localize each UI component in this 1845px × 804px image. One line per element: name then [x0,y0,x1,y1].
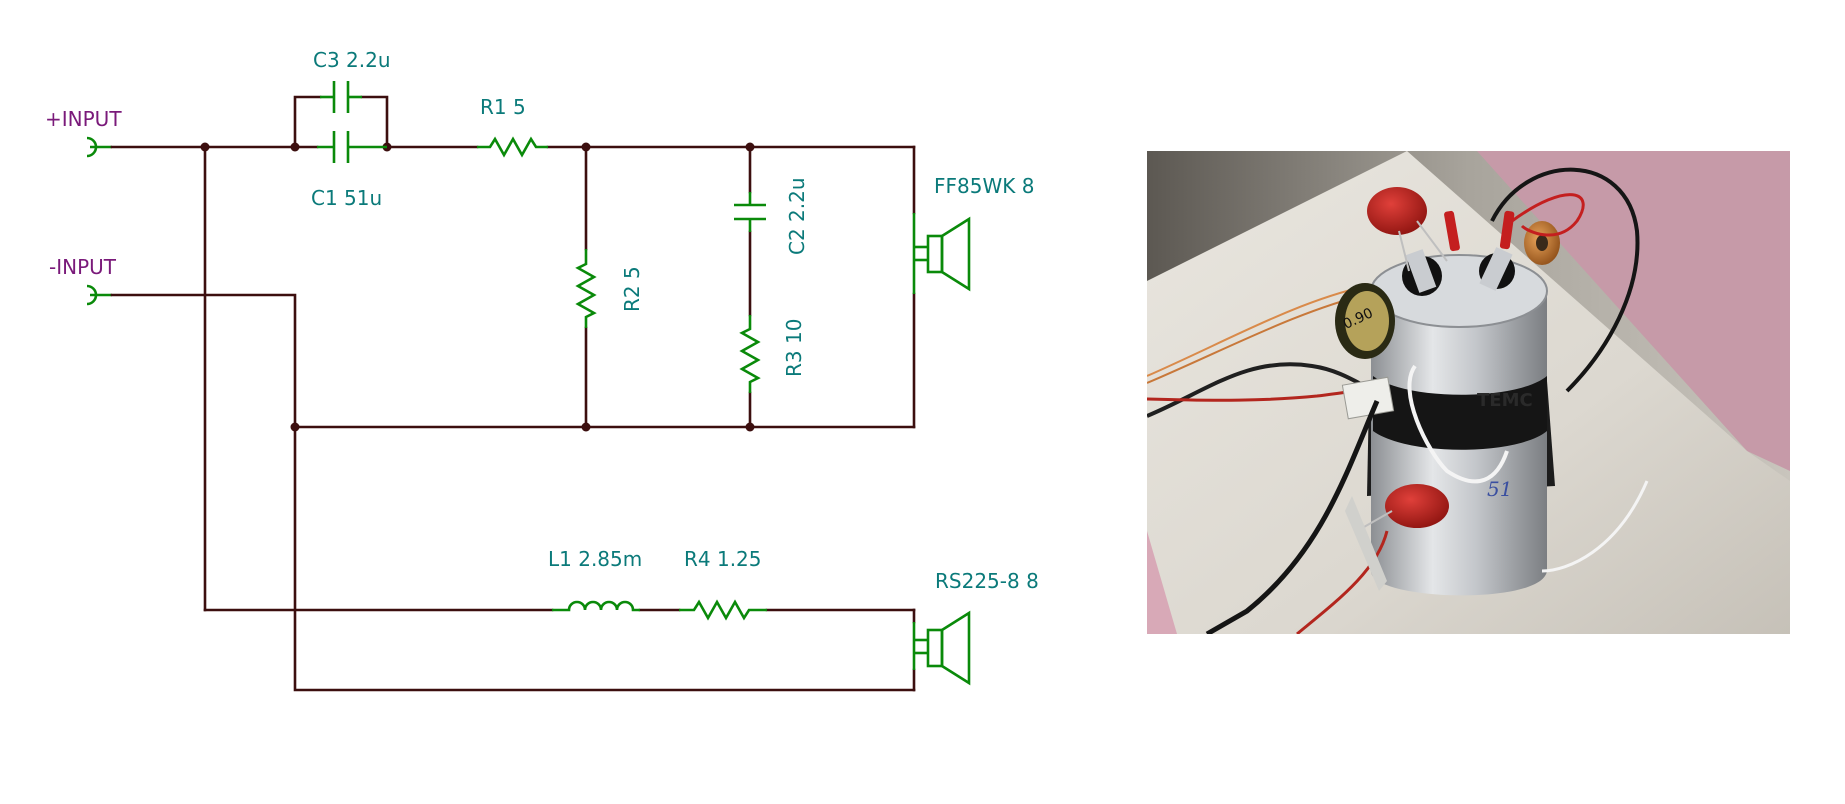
c2-label: C2 2.2u [785,177,809,255]
speaker-rs225 [912,610,971,686]
r2-label: R2 5 [620,266,644,312]
capacitor-c2 [734,192,766,232]
r1-label: R1 5 [480,95,526,119]
inductor-l1 [552,600,640,612]
l1-label: L1 2.85m [548,547,642,571]
can-handwritten-text: 51 [1487,477,1512,501]
resistor-r1 [477,136,548,158]
r4-label: R4 1.25 [684,547,762,571]
port-neg-input [86,284,112,306]
r3-label: R3 10 [782,319,806,377]
speaker-ff85wk [912,213,971,294]
neg-input-label: -INPUT [49,255,117,279]
resistor-r3 [739,315,761,393]
capacitor-c1 [317,131,387,163]
can-brand-text: TEMC [1477,390,1533,411]
crossover-photo: TEMC 51 0.90 [1147,151,1790,634]
junctions [200,142,755,432]
spk-bottom-label: RS225-8 8 [935,569,1039,593]
resistor-r4 [679,599,767,621]
resistor-r2 [575,249,597,328]
capacitor-c3 [320,81,362,113]
port-pos-input [86,136,112,158]
c3-label: C3 2.2u [313,48,391,72]
c1-label: C1 51u [311,186,382,210]
spk-top-label: FF85WK 8 [934,174,1034,198]
crossover-schematic: +INPUT -INPUT C3 2.2u C1 51u R1 5 R2 5 C… [45,48,1039,692]
wires [110,95,916,692]
pos-input-label: +INPUT [45,107,122,131]
